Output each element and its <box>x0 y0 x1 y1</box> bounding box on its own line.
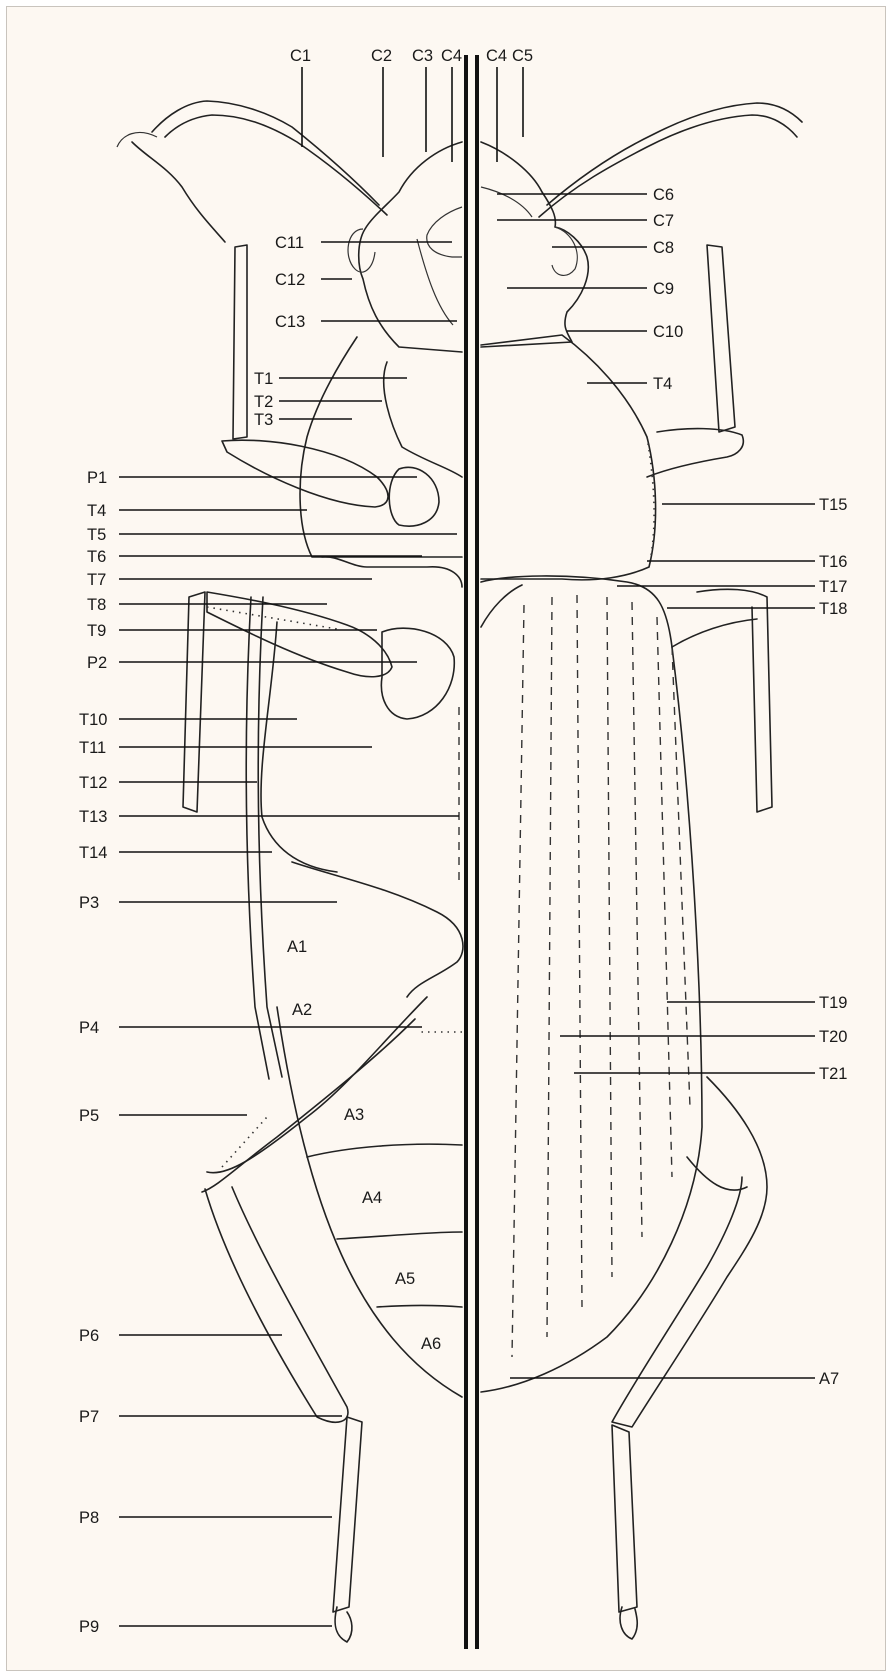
label-T8: T8 <box>87 596 106 614</box>
label-C5: C5 <box>512 47 533 65</box>
label-A2: A2 <box>292 1001 312 1019</box>
label-T3: T3 <box>254 411 273 429</box>
label-C6: C6 <box>653 186 674 204</box>
diagram-frame: C1 C2 C3 C4 C4 C5 C11 C12 C13 T1 T2 T3 P… <box>6 6 886 1671</box>
label-P2: P2 <box>87 654 107 672</box>
label-C10: C10 <box>653 323 683 341</box>
label-T4-right: T4 <box>653 375 672 393</box>
labels: C1 C2 C3 C4 C4 C5 C11 C12 C13 T1 T2 T3 P… <box>79 47 847 1636</box>
right-half-outline <box>481 103 802 1639</box>
label-C1: C1 <box>290 47 311 65</box>
label-T7: T7 <box>87 571 106 589</box>
label-P9: P9 <box>79 1618 99 1636</box>
label-A7: A7 <box>819 1370 839 1388</box>
label-T21: T21 <box>819 1065 847 1083</box>
label-P6: P6 <box>79 1327 99 1345</box>
label-C4-right: C4 <box>486 47 507 65</box>
label-T16: T16 <box>819 553 847 571</box>
label-C12: C12 <box>275 271 305 289</box>
label-T18: T18 <box>819 600 847 618</box>
label-A4: A4 <box>362 1189 382 1207</box>
label-T17: T17 <box>819 578 847 596</box>
label-P4: P4 <box>79 1019 99 1037</box>
label-C3: C3 <box>412 47 433 65</box>
label-A3: A3 <box>344 1106 364 1124</box>
label-P1: P1 <box>87 469 107 487</box>
label-P8: P8 <box>79 1509 99 1527</box>
label-T4-left: T4 <box>87 502 106 520</box>
left-half-outline <box>117 101 463 1642</box>
label-C4-left: C4 <box>441 47 462 65</box>
label-T9: T9 <box>87 622 106 640</box>
label-T11: T11 <box>79 739 106 757</box>
label-T12: T12 <box>79 774 107 792</box>
label-A1: A1 <box>287 938 307 956</box>
label-C13: C13 <box>275 313 305 331</box>
label-A5: A5 <box>395 1270 415 1288</box>
label-P3: P3 <box>79 894 99 912</box>
label-C2: C2 <box>371 47 392 65</box>
label-T20: T20 <box>819 1028 847 1046</box>
label-C7: C7 <box>653 212 674 230</box>
label-C9: C9 <box>653 280 674 298</box>
label-A6: A6 <box>421 1335 441 1353</box>
label-T10: T10 <box>79 711 107 729</box>
label-P5: P5 <box>79 1107 99 1125</box>
label-P7: P7 <box>79 1408 99 1426</box>
beetle-diagram: C1 C2 C3 C4 C4 C5 C11 C12 C13 T1 T2 T3 P… <box>7 7 887 1672</box>
label-T1: T1 <box>254 370 273 388</box>
label-C11: C11 <box>275 234 304 252</box>
label-C8: C8 <box>653 239 674 257</box>
label-T19: T19 <box>819 994 847 1012</box>
label-T15: T15 <box>819 496 847 514</box>
label-T6: T6 <box>87 548 106 566</box>
label-T13: T13 <box>79 808 107 826</box>
leader-lines-left <box>119 67 459 1626</box>
label-T2: T2 <box>254 393 273 411</box>
label-T5: T5 <box>87 526 106 544</box>
label-T14: T14 <box>79 844 107 862</box>
